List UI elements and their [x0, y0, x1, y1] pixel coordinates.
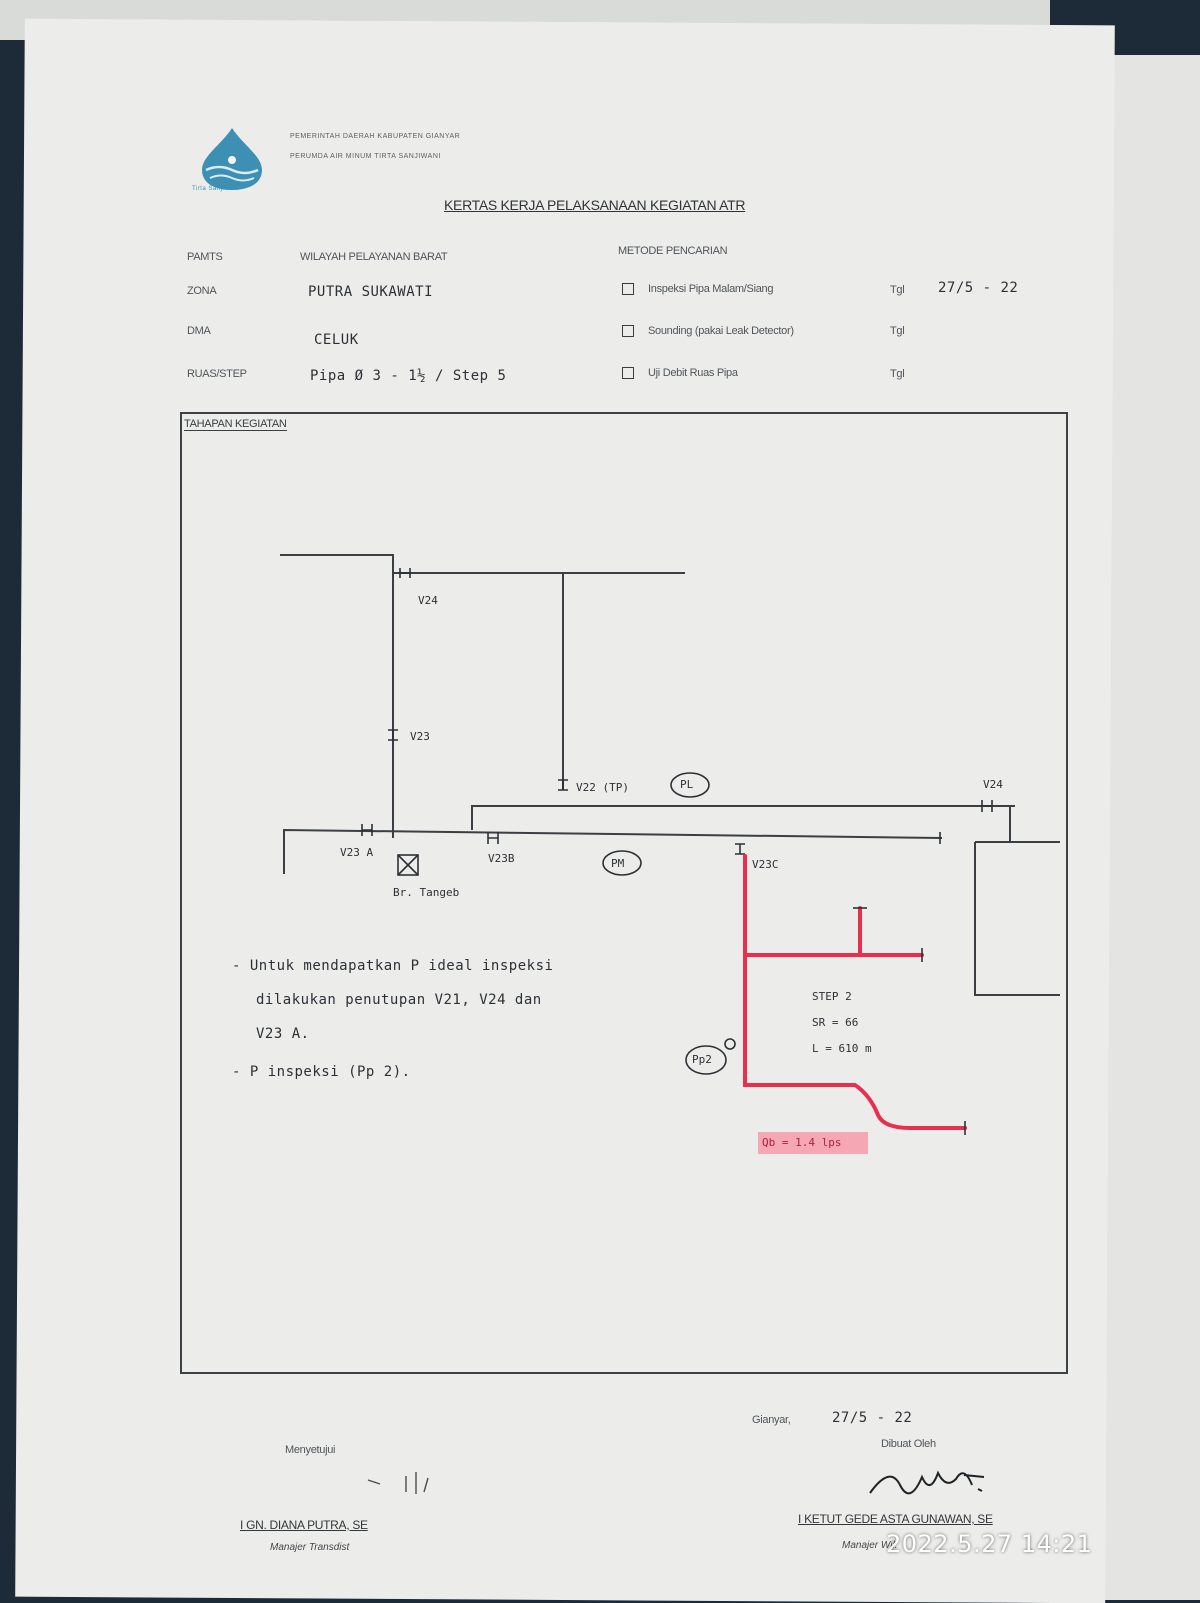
- method-checkbox-3[interactable]: [622, 367, 634, 380]
- place-date-label: Gianyar,: [752, 1414, 791, 1426]
- pipe-lines: [280, 554, 1060, 996]
- field-label-zona: ZONA: [187, 285, 217, 297]
- field-value-pamts: WILAYAH PELAYANAN BARAT: [300, 251, 448, 263]
- valve-v23-icon: [388, 729, 398, 741]
- pipe-upper-branch: [471, 805, 1015, 830]
- approve-label: Menyetujui: [285, 1444, 336, 1456]
- place-date-value: 27/5 - 22: [832, 1410, 913, 1426]
- method-checkbox-2[interactable]: [622, 325, 634, 338]
- logo-caption: Tirta Sanjiwani: [192, 186, 239, 192]
- label-pm: PM: [611, 857, 625, 870]
- label-step-name: STEP 2: [812, 990, 852, 1003]
- step-2-pipes: [743, 854, 967, 1130]
- label-v24: V24: [418, 594, 438, 607]
- pl-circle: [670, 772, 710, 798]
- valve-v24-icon: [399, 568, 411, 578]
- field-label-ruas-step: RUAS/STEP: [187, 368, 247, 380]
- method-tgl-1-value: 27/5 - 22: [938, 280, 1019, 296]
- field-label-dma: DMA: [187, 325, 211, 337]
- meter-box-icon: [397, 854, 419, 876]
- label-step-length: L = 610 m: [812, 1042, 872, 1055]
- label-pl: PL: [680, 778, 694, 791]
- method-checkbox-1[interactable]: [622, 283, 634, 296]
- method-option-3-label: Uji Debit Ruas Pipa: [648, 367, 738, 379]
- step-2-main-pipe: [743, 854, 967, 1130]
- right-signature-icon: [869, 1470, 985, 1495]
- made-by-label: Dibuat Oleh: [881, 1438, 936, 1450]
- valve-v23c-icon: [735, 843, 745, 855]
- pipe-left-vertical: [280, 554, 394, 838]
- org-line-1: PEMERINTAH DAERAH KABUPATEN GIANYAR: [290, 133, 461, 140]
- note-line-4: - P inspeksi (Pp 2).: [232, 1064, 411, 1080]
- method-option-2[interactable]: Sounding (pakai Leak Detector): [622, 325, 794, 338]
- method-tgl-3-label: Tgl: [890, 368, 905, 380]
- right-signer-name: I KETUT GEDE ASTA GUNAWAN, SE: [798, 1512, 993, 1526]
- pm-circle: [602, 850, 642, 876]
- activity-frame: [180, 412, 1068, 1374]
- valve-v22-icon: [558, 779, 568, 791]
- method-option-2-label: Sounding (pakai Leak Detector): [648, 325, 794, 337]
- label-v23a: V23 A: [340, 846, 374, 859]
- valve-symbols: [361, 568, 993, 855]
- label-flow: Qb = 1.4 lps: [762, 1136, 842, 1149]
- label-v23: V23: [410, 730, 430, 743]
- method-option-3[interactable]: Uji Debit Ruas Pipa: [622, 367, 738, 380]
- step-2-end-caps: [853, 907, 966, 1135]
- method-tgl-1-label: Tgl: [890, 284, 905, 296]
- label-v23b: V23B: [488, 852, 515, 865]
- field-value-dma: CELUK: [314, 332, 359, 348]
- field-label-pamts: PAMTS: [187, 251, 223, 263]
- label-v23c: V23C: [752, 858, 779, 871]
- right-signer-role: Manajer Wil.: [842, 1540, 898, 1551]
- valve-v23b-icon: [487, 832, 499, 844]
- org-line-2: PERUMDA AIR MINUM TIRTA SANJIWANI: [290, 153, 441, 160]
- valve-v23a-icon: [361, 824, 373, 836]
- photo-timestamp: 2022.5.27 14:21: [886, 1530, 1093, 1558]
- method-tgl-2-label: Tgl: [890, 325, 905, 337]
- field-value-zona: PUTRA SUKAWATI: [308, 284, 434, 300]
- label-v22: V22 (TP): [576, 781, 629, 794]
- field-value-ruas-step: Pipa Ø 3 - 1½ / Step 5: [310, 368, 507, 384]
- section-label: TAHAPAN KEGIATAN: [184, 418, 287, 431]
- water-drop-logo-icon: [202, 128, 262, 190]
- note-line-1: - Untuk mendapatkan P ideal inspeksi: [232, 958, 554, 974]
- valve-v24-right-icon: [981, 800, 993, 812]
- left-signer-name: I GN. DIANA PUTRA, SE: [240, 1518, 368, 1532]
- pressure-point-icon: [724, 1038, 736, 1050]
- note-line-2: dilakukan penutupan V21, V24 dan: [256, 992, 542, 1008]
- label-v24-right: V24: [983, 778, 1003, 791]
- pp2-circle: [685, 1045, 727, 1075]
- pipe-main-horizontal: [283, 828, 943, 874]
- left-signature-icon: [367, 1472, 429, 1494]
- note-line-3: V23 A.: [256, 1026, 310, 1042]
- method-option-1[interactable]: Inspeksi Pipa Malam/Siang: [622, 283, 774, 296]
- label-box: Br. Tangeb: [393, 886, 460, 899]
- method-option-1-label: Inspeksi Pipa Malam/Siang: [648, 283, 774, 295]
- left-signer-role: Manajer Transdist: [270, 1542, 350, 1553]
- flow-highlight: [758, 1132, 868, 1154]
- page-title: KERTAS KERJA PELAKSANAAN KEGIATAN ATR: [444, 197, 746, 213]
- method-heading: METODE PENCARIAN: [618, 245, 728, 257]
- pipe-right-box: [974, 842, 1060, 996]
- label-pp2: Pp2: [692, 1053, 712, 1066]
- label-step-sr: SR = 66: [812, 1016, 859, 1029]
